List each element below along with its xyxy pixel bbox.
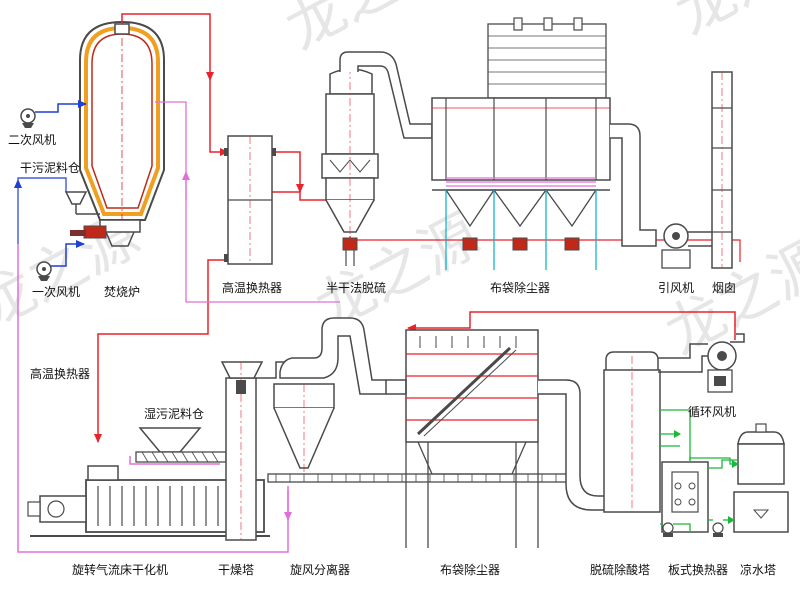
- label-semi-dry-desulf: 半干法脱硫: [326, 280, 386, 295]
- label-bag-filter-bottom: 布袋除尘器: [440, 562, 500, 577]
- primary-air-line: [51, 240, 85, 267]
- label-high-temp-hx-top: 高温换热器: [222, 280, 282, 295]
- label-circulating-fan: 循环风机: [688, 405, 736, 419]
- desulfurization-acid-tower: [603, 343, 708, 513]
- label-primary-fan: 一次风机: [32, 285, 80, 299]
- bag-filter-bottom: [386, 329, 613, 548]
- label-cyclone: 旋风分离器: [290, 562, 350, 577]
- chimney: [711, 71, 733, 269]
- label-drying-tower: 干燥塔: [218, 563, 254, 577]
- primary-fan: [36, 261, 52, 281]
- watermark-text: 龙之源: [665, 0, 800, 47]
- wet-sludge-bin: [135, 427, 227, 463]
- plate-heat-exchanger: [661, 461, 709, 533]
- label-secondary-fan: 二次风机: [8, 133, 56, 147]
- circulating-fan: [707, 333, 745, 393]
- label-induced-fan: 引风机: [658, 281, 694, 295]
- label-dry-sludge-bin: 干污泥料仓: [20, 161, 80, 175]
- high-temp-heat-exchanger: [224, 135, 276, 265]
- belt-conveyor: [267, 473, 571, 483]
- induced-draft-fan: [661, 223, 715, 269]
- semi-dry-desulfurization-tower: [321, 51, 433, 266]
- label-incinerator: 焚烧炉: [104, 285, 140, 299]
- dry-sludge-lines: [14, 101, 340, 553]
- label-high-temp-hx-left: 高温换热器: [30, 366, 90, 381]
- cooling-tower: [733, 423, 789, 533]
- secondary-fan: [20, 108, 36, 128]
- water-pump: [712, 522, 724, 537]
- label-cooling-tower: 凉水塔: [740, 562, 776, 577]
- water-pump: [662, 522, 674, 537]
- label-plate-hx: 板式换热器: [668, 563, 728, 577]
- label-bag-filter-top: 布袋除尘器: [490, 280, 550, 295]
- label-chimney: 烟囱: [712, 281, 736, 295]
- bag-filter-top: [431, 17, 657, 270]
- drying-tower: [220, 361, 290, 541]
- secondary-air-line: [35, 100, 87, 113]
- cyclone-separator: [273, 317, 387, 476]
- label-wet-sludge-bin: 湿污泥料仓: [144, 406, 204, 421]
- label-rotary-dryer: 旋转气流床干化机: [72, 562, 168, 577]
- incinerator: [64, 20, 165, 247]
- cooling-water-lines: [660, 409, 739, 532]
- label-desulf-acid-tower: 脱硫除酸塔: [590, 562, 650, 577]
